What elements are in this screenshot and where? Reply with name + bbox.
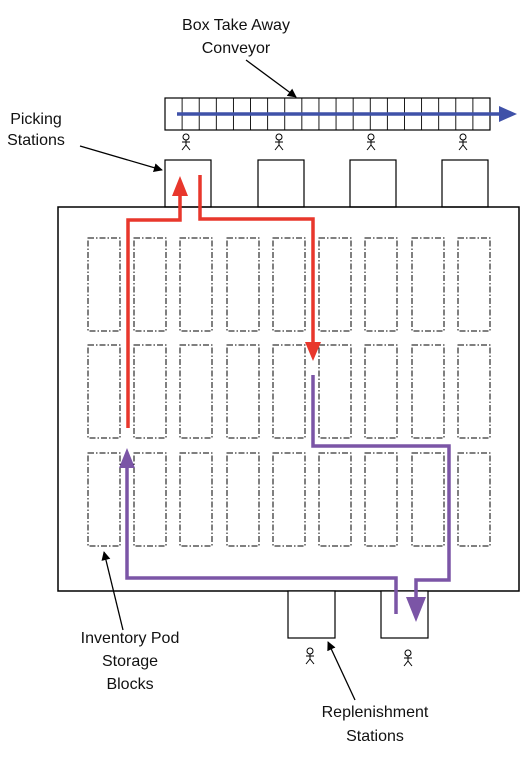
person-icon	[274, 133, 284, 151]
conveyor-flow-arrowhead	[499, 106, 517, 122]
storage-block	[364, 452, 398, 547]
replenishment-label-line2: Stations	[346, 728, 404, 745]
storage-block	[318, 344, 352, 439]
replenishment-stations	[287, 590, 429, 667]
replenishment-route-outbound	[125, 466, 398, 614]
picking-stations	[164, 133, 489, 208]
storage-block	[179, 452, 213, 547]
replenishment-route-arrowhead-up	[119, 448, 135, 468]
conveyor-label-line2: Conveyor	[202, 40, 271, 57]
storage-block	[133, 344, 167, 439]
replenishment-label-line1: Replenishment	[322, 704, 429, 721]
storage-block	[87, 344, 121, 439]
replenishment-station	[287, 590, 336, 639]
storage-block	[179, 237, 213, 332]
replenishment-route-inbound	[311, 375, 451, 597]
inventory-label-line2: Storage	[102, 653, 158, 670]
inventory-label-line1: Inventory Pod	[81, 630, 180, 647]
box-take-away-conveyor	[164, 97, 517, 131]
storage-block	[179, 344, 213, 439]
picking-station	[164, 159, 212, 208]
storage-block	[226, 237, 260, 332]
person-icon	[403, 649, 413, 667]
storage-block	[364, 237, 398, 332]
storage-block	[457, 344, 491, 439]
storage-block	[87, 237, 121, 332]
storage-block	[457, 452, 491, 547]
storage-block	[272, 237, 306, 332]
picking-station	[349, 159, 397, 208]
inventory-pod-storage-blocks	[87, 237, 491, 547]
person-icon	[458, 133, 468, 151]
replenishment-leader-arrow	[327, 641, 356, 701]
inventory-label-line3: Blocks	[106, 676, 153, 693]
picking-route-arrowhead-down	[305, 342, 321, 361]
storage-block	[272, 452, 306, 547]
storage-block	[318, 237, 352, 332]
replenishment-route-arrowhead-down	[406, 597, 426, 622]
picking-label-line1: Picking	[10, 111, 62, 128]
storage-block	[411, 344, 445, 439]
storage-block	[318, 452, 352, 547]
storage-block	[226, 452, 260, 547]
storage-block	[133, 452, 167, 547]
storage-block	[272, 344, 306, 439]
person-icon	[181, 133, 191, 151]
robot-routes	[119, 175, 451, 622]
picking-route-arrowhead-up	[172, 176, 188, 196]
picking-leader-arrow	[79, 145, 163, 173]
storage-block	[133, 237, 167, 332]
person-icon	[366, 133, 376, 151]
conveyor-leader-arrow	[245, 59, 297, 98]
picking-route-inbound	[126, 194, 182, 428]
storage-block	[226, 344, 260, 439]
conveyor-label-line1: Box Take Away	[182, 17, 290, 34]
storage-block	[457, 237, 491, 332]
picking-station	[257, 159, 305, 208]
picking-label-line2: Stations	[7, 132, 65, 149]
storage-block	[364, 344, 398, 439]
picking-route-outbound	[198, 175, 315, 345]
storage-block	[87, 452, 121, 547]
storage-block	[411, 452, 445, 547]
storage-block	[411, 237, 445, 332]
picking-station	[441, 159, 489, 208]
person-icon	[305, 647, 315, 665]
